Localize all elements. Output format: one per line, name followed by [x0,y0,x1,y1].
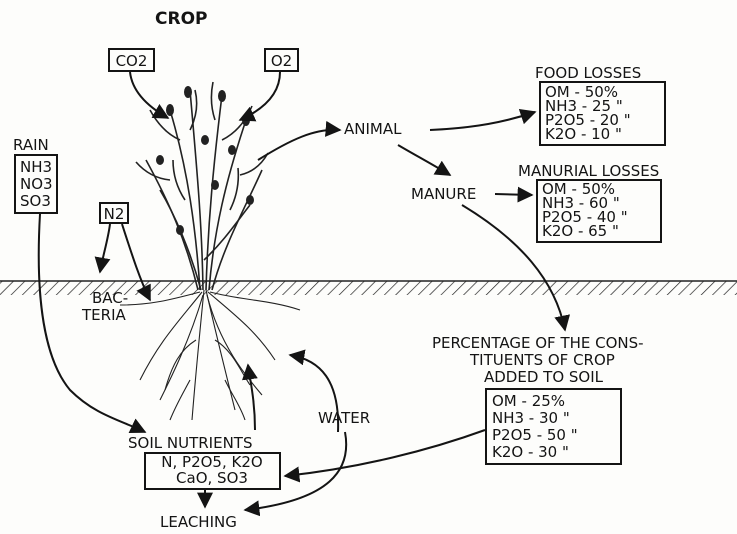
percentage-title-line3: ADDED TO SOIL [484,368,604,386]
percentage-title-line1: PERCENTAGE OF THE CONS- [432,334,644,352]
co2-box: CO2 [109,49,154,71]
percentage-row: NH3 - 30 " [492,409,570,427]
soil-nutrients-box: N, P2O5, K2O CaO, SO3 [145,453,280,489]
soil-to-roots-arrow [248,365,255,430]
rain-box: NH3 NO3 SO3 [15,155,57,213]
food-losses-title: FOOD LOSSES [535,64,641,82]
o2-label: O2 [271,52,292,70]
food-losses-row: K2O - 10 " [545,125,622,143]
manurial-losses-row: K2O - 65 " [542,222,619,240]
soil-nutrients-line: CaO, SO3 [176,469,248,487]
animal-to-food-losses-arrow [430,112,535,130]
percentage-title-line2: TITUENTS OF CROP [469,351,615,369]
manure-to-losses-arrow [495,194,532,195]
rain-item-nh3: NH3 [20,158,52,176]
co2-label: CO2 [116,52,148,70]
crop-to-animal-arrow [258,130,340,160]
o2-arrow [240,72,280,120]
percentage-row: P2O5 - 50 " [492,426,578,444]
percentage-row: K2O - 30 " [492,443,569,461]
plant-roots [120,290,300,420]
water-label: WATER [318,409,370,427]
bacteria-label-line2: TERIA [81,306,126,324]
manurial-losses-title: MANURIAL LOSSES [518,162,659,180]
leaching-label: LEACHING [160,513,237,531]
percentage-box: OM - 25% NH3 - 30 " P2O5 - 50 " K2O - 30… [486,389,621,464]
food-losses-box: OM - 50% NH3 - 25 " P2O5 - 20 " K2O - 10… [540,82,665,145]
animal-to-manure-arrow [398,145,450,175]
n2-to-bacteria-arrow [100,224,110,272]
manure-label: MANURE [411,185,476,203]
animal-label: ANIMAL [344,120,402,138]
manurial-losses-box: OM - 50% NH3 - 60 " P2O5 - 40 " K2O - 65… [537,180,661,242]
rain-item-no3: NO3 [20,175,53,193]
soil-nutrients-title: SOIL NUTRIENTS [128,434,252,452]
n2-label: N2 [104,205,125,223]
n2-box: N2 [100,203,128,223]
percentage-to-soil-arrow [285,430,485,476]
co2-arrow [130,72,168,118]
crop-plant-illustration [136,82,268,290]
rain-item-so3: SO3 [20,192,51,210]
o2-box: O2 [265,49,298,71]
bacteria-label-line1: BAC- [92,289,128,307]
water-to-leaching-arrow [245,432,346,510]
crop-title: CROP [155,9,207,29]
percentage-row: OM - 25% [492,392,565,410]
rain-title: RAIN [13,136,49,154]
